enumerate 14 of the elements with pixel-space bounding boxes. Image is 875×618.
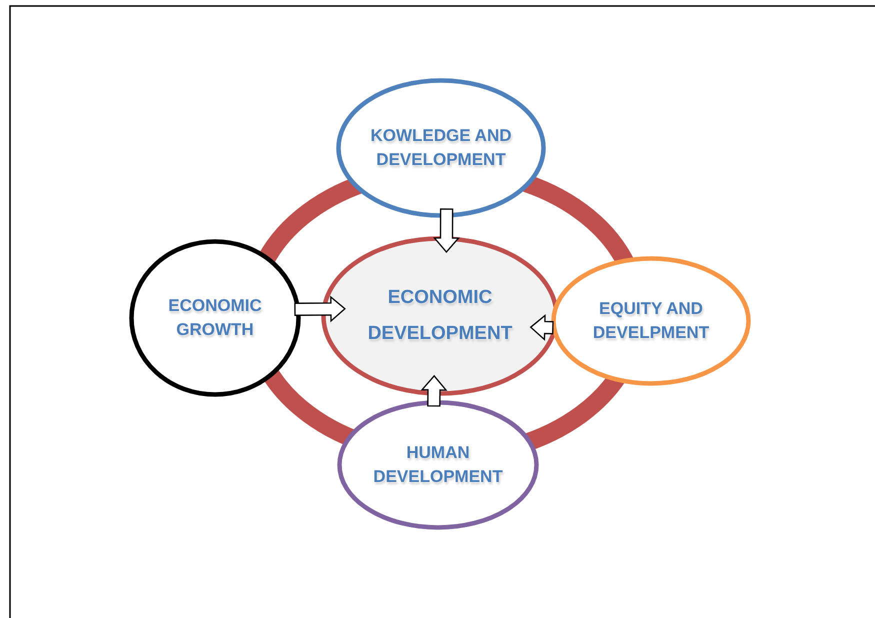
node-label: ECONOMIC GROWTH	[167, 295, 263, 341]
ellipse-node	[129, 239, 301, 397]
ellipse-node	[336, 78, 546, 218]
ellipse-node	[321, 236, 559, 396]
ellipse-node	[551, 256, 751, 386]
node-label: ECONOMIC DEVELOPMENT	[366, 286, 514, 346]
node-label: HUMAN DEVELOPMENT	[372, 442, 504, 488]
block-arrow	[420, 374, 448, 407]
node-label: EQUITY AND DEVELPMENT	[592, 298, 710, 344]
ellipse-node	[337, 400, 539, 530]
block-arrow	[294, 296, 346, 322]
block-arrow	[530, 314, 554, 341]
node-label: KOWLEDGE AND DEVELOPMENT	[369, 125, 513, 171]
block-arrow	[433, 208, 460, 253]
